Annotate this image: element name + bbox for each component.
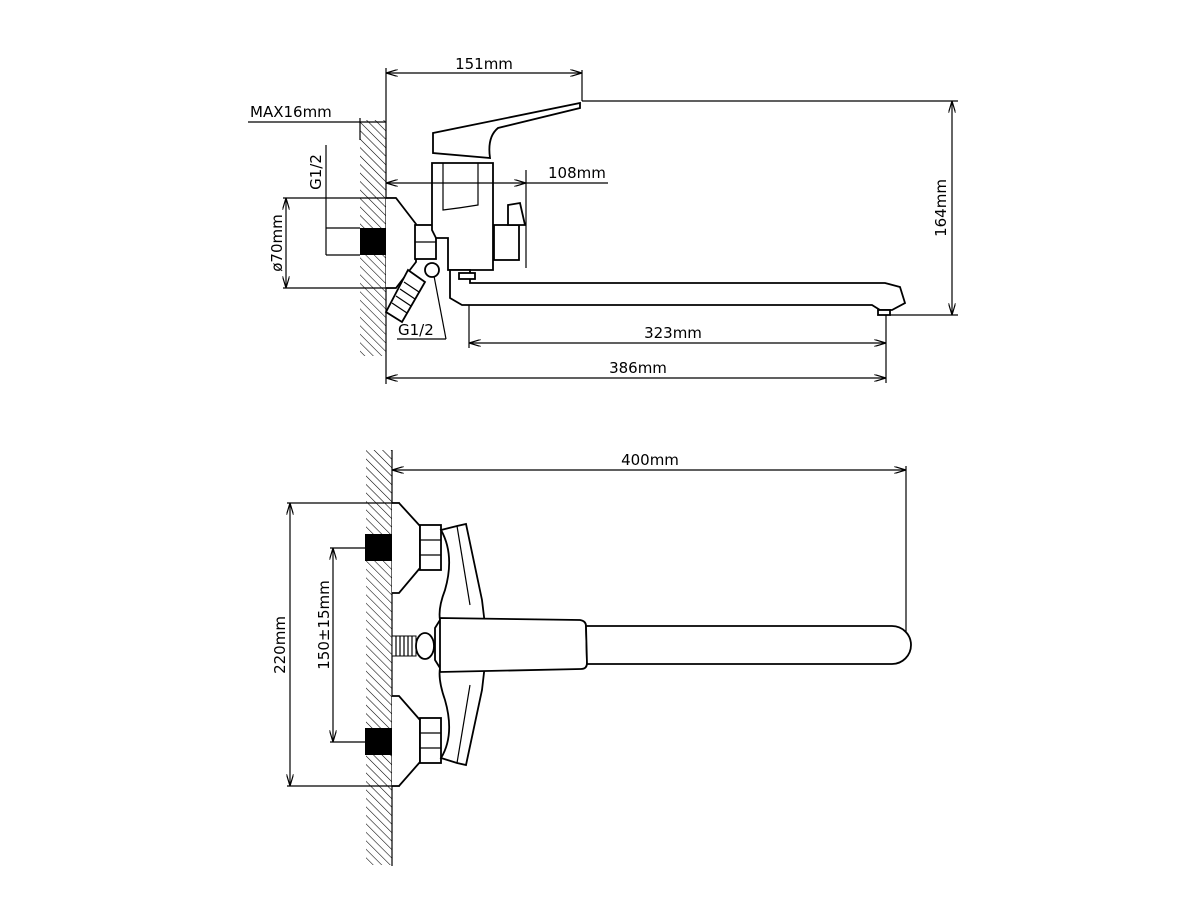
escutcheon-bottom [392,695,421,787]
nut-top [419,524,442,571]
dim-108: 108mm [548,164,606,182]
wall-hatch [366,450,392,865]
nut-bottom [419,717,442,764]
lever-handle [432,101,581,159]
dim-thread-bottom: G1/2 [398,321,434,339]
hose [384,268,427,324]
dim-diameter: ø70mm [268,214,286,272]
wall-inlet-bottom [365,728,392,755]
dim-386: 386mm [609,359,667,377]
dim-thread-top: G1/2 [307,154,325,190]
wall-inlet-top [365,534,392,561]
spout [449,269,907,311]
dim-400: 400mm [621,451,679,469]
dim-323: 323mm [644,324,702,342]
dim-max16: MAX16mm [250,103,332,121]
dim-164: 164mm [932,179,950,237]
escutcheon-top [392,502,421,594]
spout [585,625,912,665]
dim-151: 151mm [455,55,513,73]
faucet-body [431,162,494,271]
wall-inlet [360,228,386,255]
dim-220: 220mm [271,616,289,674]
top-view: 400mm 220mm 150±15mm [271,450,912,866]
side-view: 151mm 164mm MAX16mm G1/2 ø70mm [248,55,958,384]
dim-150: 150±15mm [315,580,333,670]
lever-handle [439,617,588,673]
